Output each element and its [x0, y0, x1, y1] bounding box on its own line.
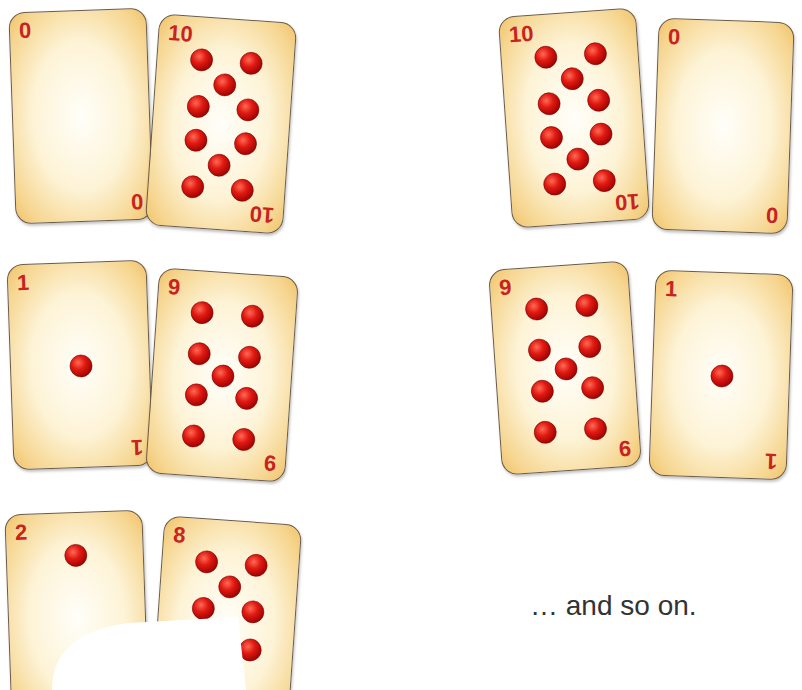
pip: [525, 297, 548, 320]
playing-card: 11: [648, 270, 793, 481]
pip: [584, 42, 607, 65]
pip: [593, 169, 616, 192]
playing-card: 10 10: [145, 13, 297, 234]
pip: [190, 301, 213, 324]
pip: [187, 95, 210, 118]
pip: [241, 304, 264, 327]
pip: [534, 45, 557, 68]
pip: [234, 132, 257, 155]
pip: [531, 379, 554, 402]
playing-card: 8: [150, 515, 302, 690]
corner-index: 10: [249, 202, 275, 226]
pip: [238, 638, 261, 661]
pip: [232, 428, 255, 451]
pip: [581, 376, 604, 399]
pip: [64, 544, 87, 567]
corner-index: 8: [172, 524, 186, 547]
pip: [182, 424, 205, 447]
pip: [231, 179, 254, 202]
pip: [566, 147, 589, 170]
playing-card: 00: [651, 18, 794, 235]
pip: [543, 172, 566, 195]
corner-index: 9: [618, 437, 632, 460]
pip: [537, 92, 560, 115]
playing-card: 11: [6, 260, 153, 471]
pip: [561, 67, 584, 90]
corner-index: 9: [263, 451, 277, 474]
corner-index: 1: [17, 272, 30, 294]
pip: [587, 89, 610, 112]
pip: [69, 671, 92, 690]
corner-index: 1: [130, 436, 143, 458]
pip: [211, 364, 234, 387]
corner-index: 10: [167, 22, 193, 46]
corner-index: 10: [614, 190, 640, 214]
pip: [181, 175, 204, 198]
pip: [589, 122, 612, 145]
pip: [218, 575, 241, 598]
pip: [244, 554, 267, 577]
corner-index: 9: [167, 276, 181, 299]
pip: [195, 550, 218, 573]
pip: [241, 600, 264, 623]
pip: [235, 387, 258, 410]
corner-index: 1: [665, 278, 678, 300]
pip: [528, 338, 551, 361]
playing-card: 10 10: [498, 7, 650, 228]
corner-index: 9: [499, 277, 513, 300]
caption-text: … and so on.: [530, 590, 697, 622]
playing-card: 99: [488, 260, 642, 475]
pip: [213, 73, 236, 96]
pip: [554, 357, 577, 380]
playing-card: 00: [8, 8, 153, 225]
pip: [578, 335, 601, 358]
pip: [236, 98, 259, 121]
pip: [239, 52, 262, 75]
pip-group: [146, 15, 298, 236]
pip: [584, 417, 607, 440]
cover-blob: [52, 617, 246, 690]
playing-card: 99: [145, 267, 299, 482]
pip: [711, 365, 734, 388]
pip: [540, 126, 563, 149]
pip: [575, 294, 598, 317]
corner-index: 0: [19, 20, 32, 42]
pip: [190, 48, 213, 71]
pip: [187, 342, 210, 365]
corner-index: 0: [130, 190, 143, 212]
pip: [189, 635, 212, 658]
pip: [185, 383, 208, 406]
corner-index: 0: [668, 26, 681, 48]
pip: [533, 421, 556, 444]
pip: [184, 129, 207, 152]
pip: [207, 154, 230, 177]
corner-index: 0: [765, 204, 778, 226]
corner-index: 1: [764, 450, 777, 472]
playing-card: 2: [4, 510, 149, 690]
pip: [192, 597, 215, 620]
corner-index: 10: [508, 23, 534, 47]
pip: [238, 346, 261, 369]
pip-group: [146, 268, 300, 483]
pip: [211, 679, 234, 690]
corner-index: 2: [15, 522, 28, 544]
pip: [70, 355, 93, 378]
